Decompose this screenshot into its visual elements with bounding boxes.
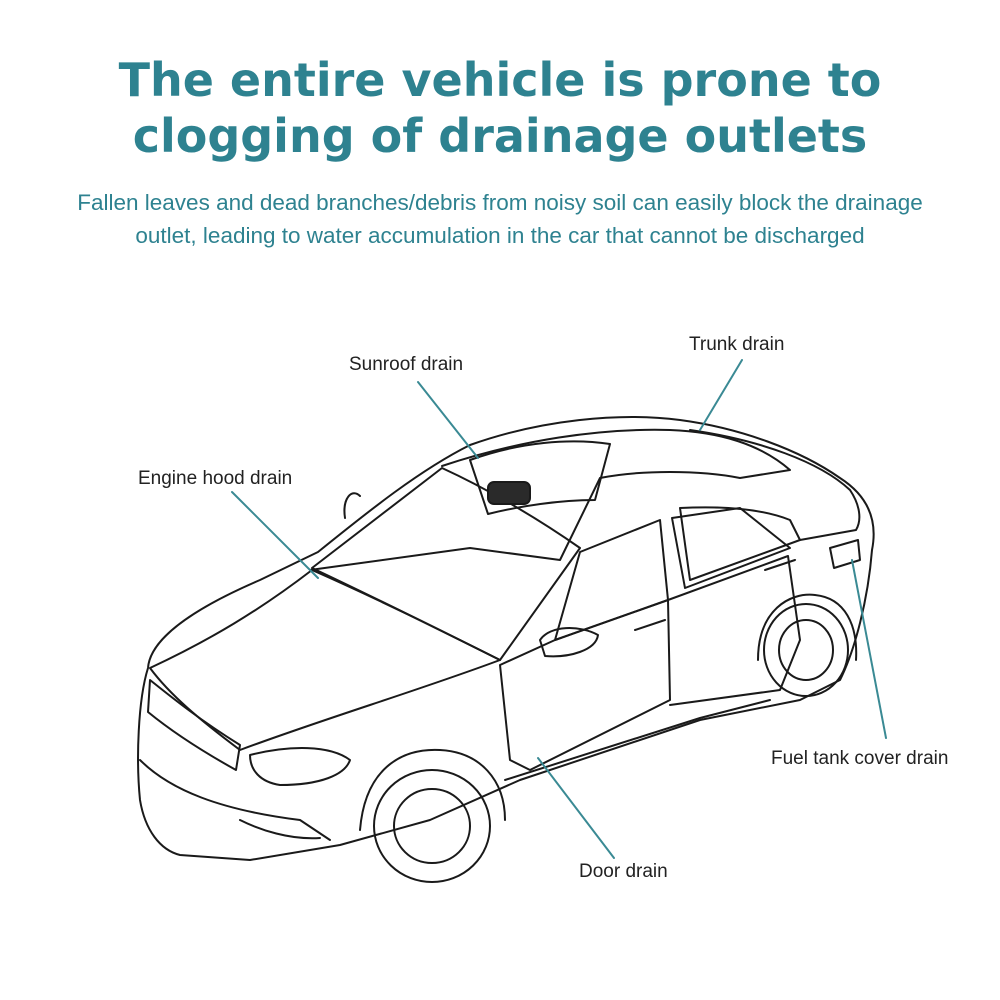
rear-door — [667, 555, 801, 706]
subtitle: Fallen leaves and dead branches/debris f… — [0, 186, 1000, 252]
leader-sunroof — [417, 381, 479, 459]
label-fuel-tank-cover-drain: Fuel tank cover drain — [771, 748, 949, 769]
leader-trunk — [699, 359, 743, 431]
title-line-2: clogging of drainage outlets — [132, 109, 868, 163]
page-title: The entire vehicle is prone to clogging … — [0, 52, 1000, 164]
label-door-drain: Door drain — [579, 861, 668, 882]
rear-window — [679, 506, 801, 581]
front-bumper — [139, 759, 331, 841]
rear-side-window — [671, 507, 791, 589]
title-line-1: The entire vehicle is prone to — [118, 53, 882, 107]
leader-fuel-tank — [851, 559, 887, 739]
trunk-lid — [689, 429, 861, 541]
side-mirror — [539, 627, 599, 658]
subtitle-line-1: Fallen leaves and dead branches/debris f… — [77, 190, 923, 215]
front-grille — [147, 679, 241, 771]
rear-wheel — [757, 593, 858, 697]
sunroof-panel — [469, 440, 611, 515]
rocker-panel — [504, 699, 771, 781]
car-roof — [309, 428, 791, 571]
sunroof-drain-dark — [487, 481, 531, 505]
engine-hood — [149, 569, 501, 751]
label-sunroof-drain: Sunroof drain — [349, 354, 464, 375]
callout-leaders — [231, 359, 887, 859]
headlight — [249, 747, 351, 786]
label-engine-hood-drain: Engine hood drain — [138, 468, 293, 489]
antenna — [343, 492, 361, 519]
front-door — [499, 599, 671, 771]
label-trunk-drain: Trunk drain — [689, 334, 785, 355]
car-body-outline — [137, 416, 875, 861]
front-wheel — [359, 748, 506, 883]
front-side-window — [554, 519, 669, 641]
front-door-handle — [634, 619, 666, 631]
fuel-cap — [829, 539, 861, 569]
leader-engine-hood — [231, 491, 319, 579]
leader-door — [537, 757, 615, 859]
subtitle-line-2: outlet, leading to water accumulation in… — [135, 223, 865, 248]
rear-door-handle — [764, 559, 796, 571]
car-line-art — [137, 416, 875, 883]
